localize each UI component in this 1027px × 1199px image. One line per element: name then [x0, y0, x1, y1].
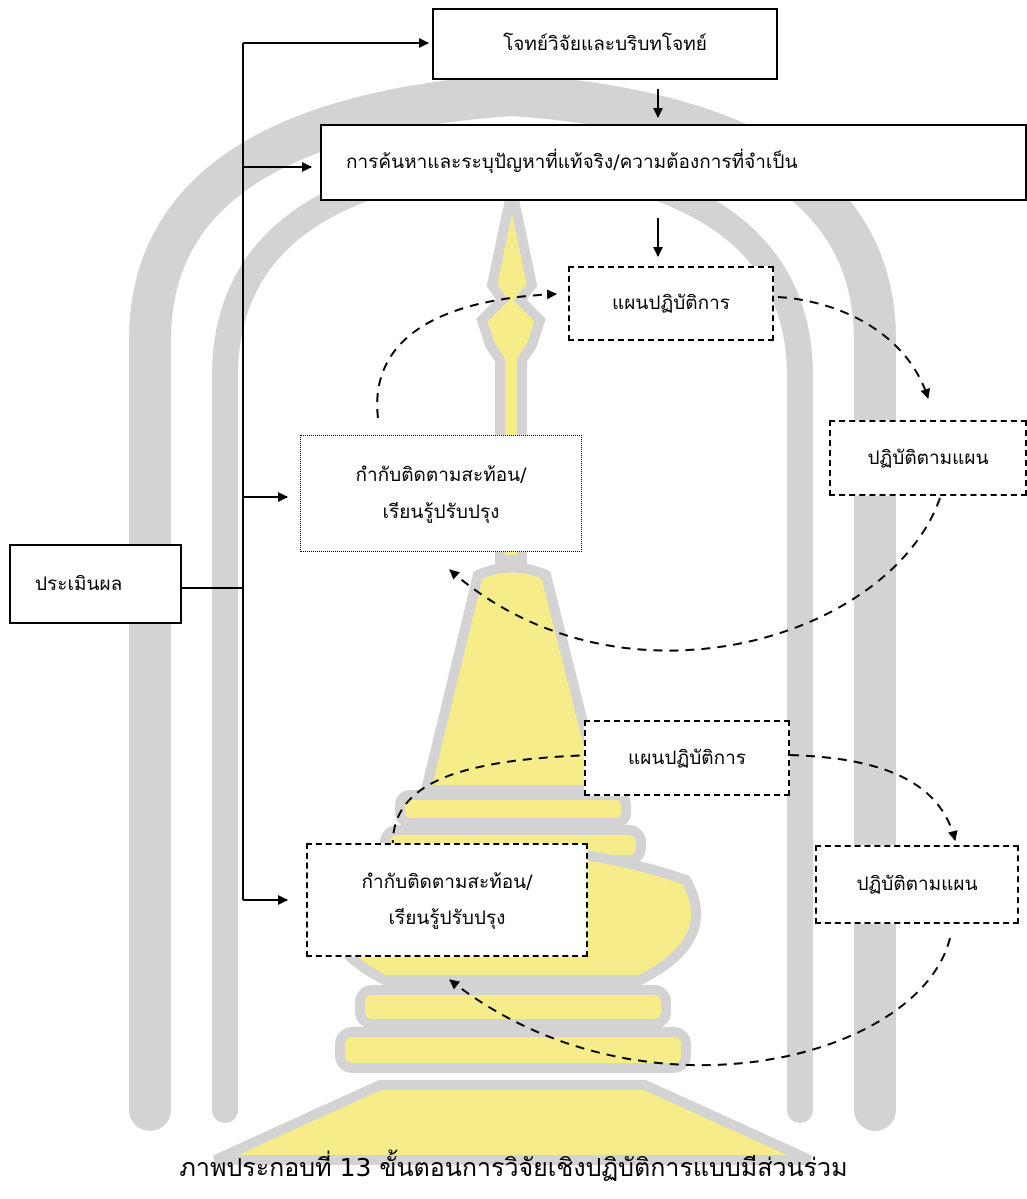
action-plan-box-1: แผนปฏิบัติการ [568, 266, 774, 341]
watermark-outer-arch [129, 73, 896, 1131]
evaluation-label: ประเมินผล [35, 572, 123, 595]
action-plan-label-2: แผนปฏิบัติการ [628, 746, 746, 769]
cycle1-reflect-to-plan [376, 289, 557, 419]
reflect-label-2a: กำกับติดตามสะท้อน/ [361, 870, 533, 893]
reflect-box-2: กำกับติดตามสะท้อน/ เรียนรู้ปรับปรุง [306, 843, 588, 957]
reflect-label-2b: เรียนรู้ปรับปรุง [388, 907, 506, 929]
implement-plan-box-2: ปฏิบัติตามแผน [815, 845, 1019, 924]
reflect-label-1a: กำกับติดตามสะท้อน/ [355, 464, 527, 487]
implement-plan-label-2: ปฏิบัติตามแผน [856, 873, 978, 896]
cycle2-reflect-to-plan [391, 750, 594, 866]
problem-identification-box: การค้นหาและระบุปัญหาที่แท้จริง/ความต้องก… [320, 124, 1027, 201]
cycle2-plan-to-act [789, 754, 958, 841]
cycle2-act-to-reflect [449, 937, 951, 1067]
cycle1-act-to-reflect [449, 497, 941, 652]
reflect-box-1: กำกับติดตามสะท้อน/ เรียนรู้ปรับปรุง [300, 435, 582, 552]
research-problem-box: โจทย์วิจัยและบริบทโจทย์ [432, 8, 778, 80]
cycle1-plan-to-act [777, 296, 931, 399]
action-plan-label-1: แผนปฏิบัติการ [612, 292, 730, 315]
implement-plan-box-1: ปฏิบัติตามแผน [829, 420, 1027, 496]
figure-caption: ภาพประกอบที่ 13 ขั้นตอนการวิจัยเชิงปฏิบั… [179, 1153, 848, 1182]
implement-plan-label-1: ปฏิบัติตามแผน [867, 446, 989, 469]
action-plan-box-2: แผนปฏิบัติการ [584, 720, 790, 796]
problem-identification-label: การค้นหาและระบุปัญหาที่แท้จริง/ความต้องก… [346, 151, 798, 174]
reflect-label-1b: เรียนรู้ปรับปรุง [382, 500, 500, 523]
research-problem-label: โจทย์วิจัยและบริบทโจทย์ [503, 32, 707, 55]
evaluation-box: ประเมินผล [9, 544, 182, 624]
